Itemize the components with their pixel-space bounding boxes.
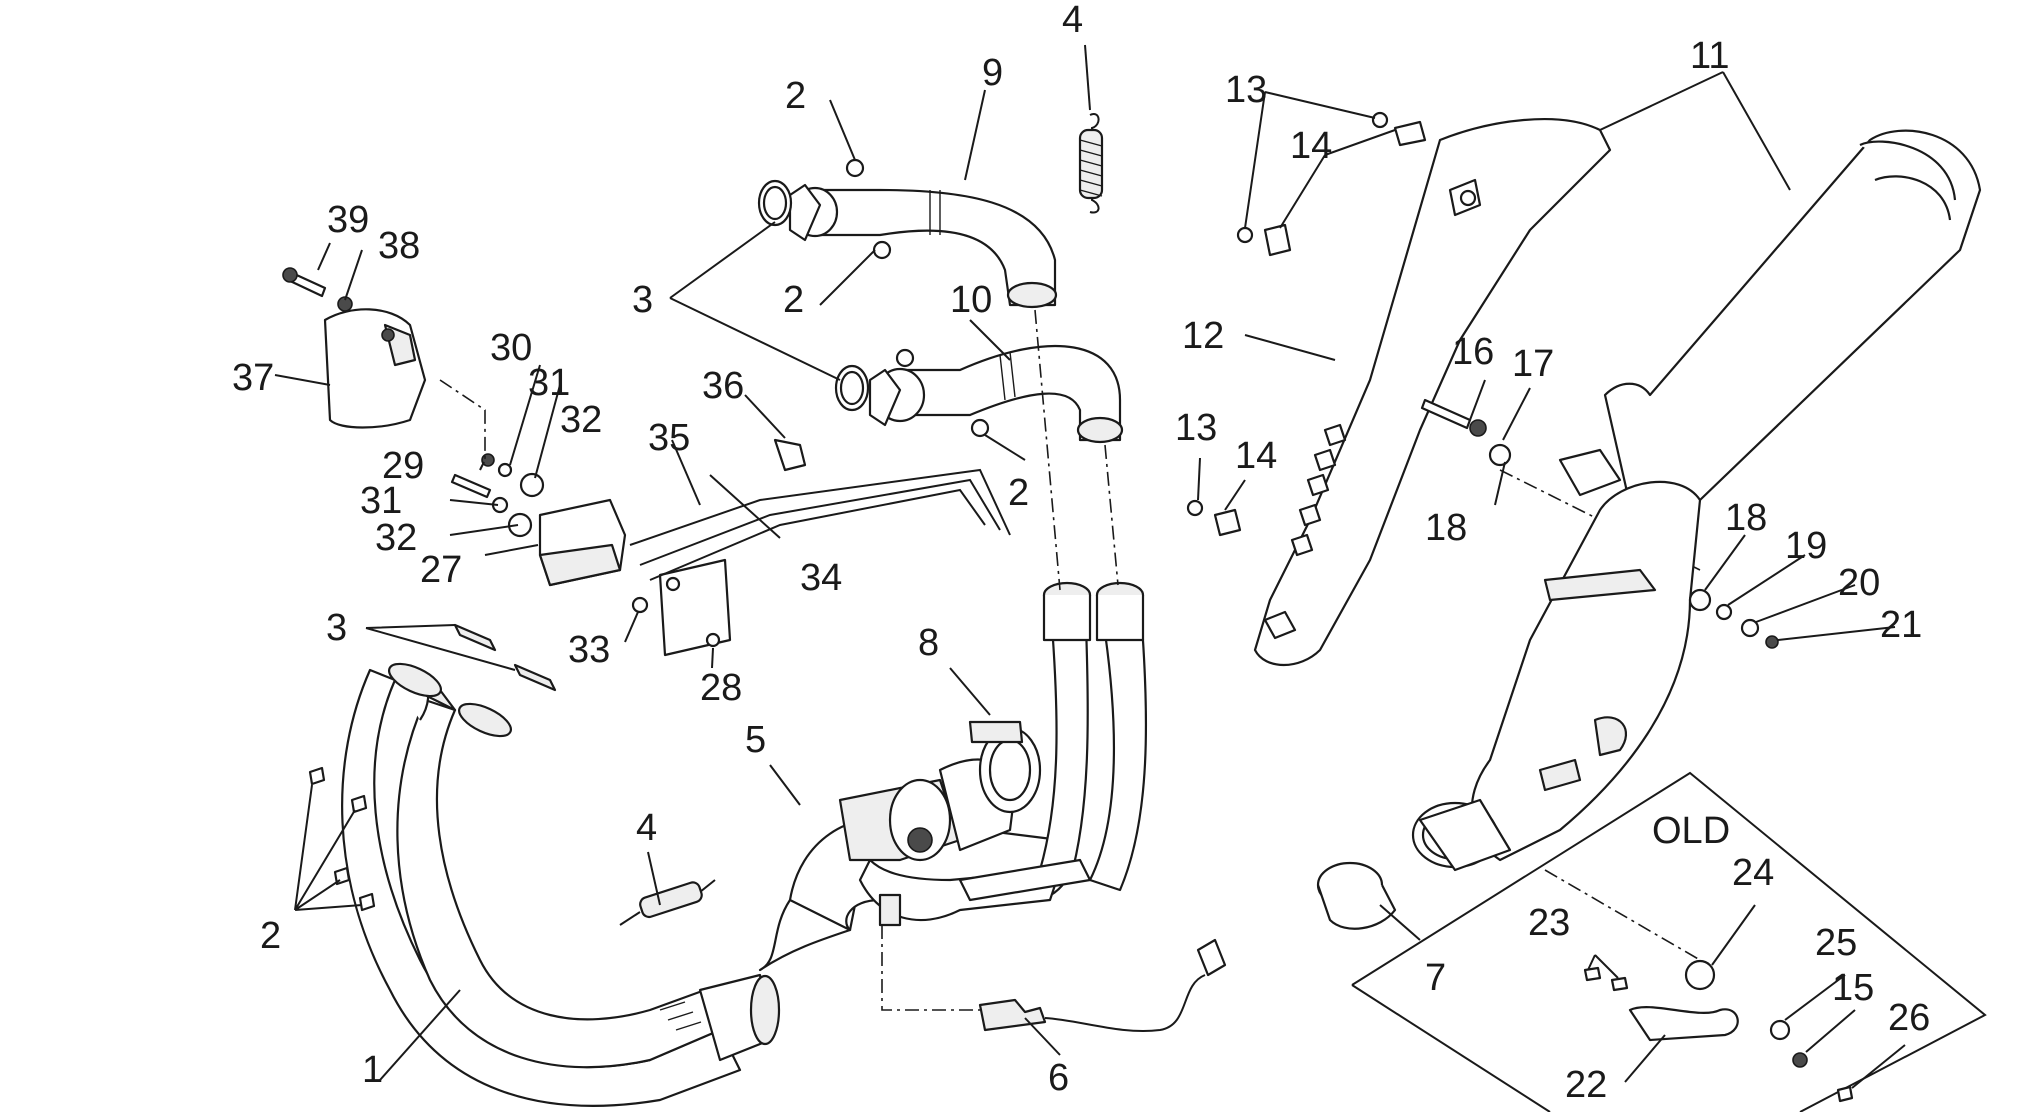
part-28-bracket [658, 558, 732, 657]
callout-14: 14 [1290, 125, 1332, 167]
part-4-springs [619, 113, 1104, 926]
part-37-cover [323, 308, 427, 429]
old-parts-inset [1351, 771, 1987, 1112]
part-9-bend-pipe [788, 183, 1058, 309]
callout-9: 9 [982, 52, 1003, 94]
inset-old-label: OLD [1652, 810, 1730, 852]
callout-28: 28 [700, 667, 742, 709]
callout-31: 31 [528, 362, 570, 404]
part-2-nuts [308, 158, 990, 912]
callout-4: 4 [636, 807, 657, 849]
callout-10: 10 [950, 279, 992, 321]
part-1-header-pipes [341, 662, 781, 1107]
callout-11: 11 [1690, 35, 1729, 77]
callout-33: 33 [568, 629, 610, 671]
callout-16: 16 [1452, 331, 1494, 373]
callout-14: 14 [1235, 435, 1277, 477]
callout-12: 12 [1182, 315, 1224, 357]
callout-23: 23 [1528, 902, 1570, 944]
callout-numbers: 1 2 2 2 2 3 3 4 4 5 6 7 8 9 10 11 12 13 … [232, 0, 1930, 1106]
callout-22: 22 [1565, 1064, 1607, 1106]
callout-2: 2 [785, 75, 806, 117]
callout-20: 20 [1838, 562, 1880, 604]
callout-37: 37 [232, 357, 274, 399]
callout-18: 18 [1425, 507, 1467, 549]
leader-lines [274, 44, 1906, 1089]
callout-31: 31 [360, 480, 402, 522]
part-8-clamp [968, 720, 1042, 814]
callout-13: 13 [1225, 69, 1267, 111]
part-36-clip [773, 438, 807, 472]
callout-27: 27 [420, 549, 462, 591]
fasteners-16-21 [1420, 398, 1779, 649]
callout-21: 21 [1880, 604, 1922, 646]
callout-2: 2 [1008, 472, 1029, 514]
callout-5: 5 [745, 719, 766, 761]
part-39-bolt [282, 267, 327, 298]
part-3-gaskets [453, 179, 870, 692]
part-7-sleeve [1316, 861, 1397, 930]
callout-32: 32 [375, 517, 417, 559]
callout-38: 38 [378, 225, 420, 267]
callout-4: 4 [1062, 0, 1083, 41]
callout-19: 19 [1785, 525, 1827, 567]
callout-24: 24 [1732, 852, 1774, 894]
callout-1: 1 [362, 1049, 383, 1091]
small-fasteners-29-33 [439, 379, 649, 614]
callout-3: 3 [326, 607, 347, 649]
part-34-35-cables [629, 468, 1011, 581]
callout-36: 36 [702, 365, 744, 407]
callout-39: 39 [327, 199, 369, 241]
callout-2: 2 [783, 279, 804, 321]
callout-29: 29 [382, 445, 424, 487]
part-6-lambda-sensor [881, 925, 1227, 1032]
callout-7: 7 [1425, 957, 1446, 999]
callout-8: 8 [918, 622, 939, 664]
callout-3: 3 [632, 279, 653, 321]
part-27-actuator [538, 498, 627, 587]
callout-34: 34 [800, 557, 842, 599]
part-10-bend-pipe [868, 344, 1124, 444]
part-13-14-clips [1186, 111, 1427, 537]
part-11-muffler [1411, 129, 1982, 872]
callout-2: 2 [260, 915, 281, 957]
mid-pipes [958, 581, 1148, 902]
callout-6: 6 [1048, 1057, 1069, 1099]
callout-30: 30 [490, 327, 532, 369]
callout-17: 17 [1512, 343, 1554, 385]
part-12-heat-shield [1253, 118, 1612, 667]
callout-35: 35 [648, 417, 690, 459]
callout-26: 26 [1888, 997, 1930, 1039]
callout-15: 15 [1832, 967, 1874, 1009]
callout-18: 18 [1725, 497, 1767, 539]
callout-25: 25 [1815, 922, 1857, 964]
callout-13: 13 [1175, 407, 1217, 449]
callout-32: 32 [560, 399, 602, 441]
